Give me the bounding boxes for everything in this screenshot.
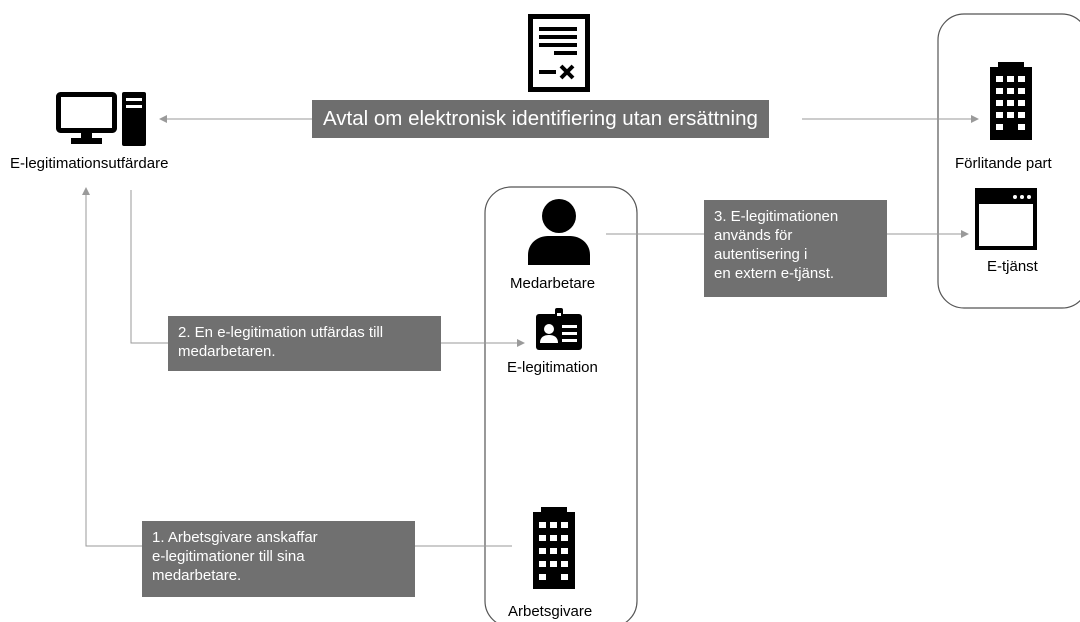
- browser-window-icon: [975, 188, 1037, 250]
- office-building-icon: [990, 62, 1032, 140]
- step-2-line-1: 2. En e-legitimation utfärdas till: [178, 324, 384, 341]
- desktop-computer-icon: [56, 92, 146, 146]
- step-3-line-4: en extern e-tjänst.: [714, 265, 835, 282]
- step-3-line-1: 3. E-legitimationen: [714, 208, 839, 225]
- step-2-line-2: medarbetaren.: [178, 343, 276, 360]
- step-1-line-2: e-legitimationer till sina: [152, 548, 305, 565]
- contract-document-icon: [528, 14, 590, 92]
- step-3-box: 3. E-legitimationen används för autentis…: [704, 200, 887, 297]
- id-card-icon: [536, 308, 582, 350]
- step-1-line-1: 1. Arbetsgivare anskaffar: [152, 529, 318, 546]
- issuer-label: E-legitimationsutfärdare: [10, 155, 169, 172]
- employee-employer-container: [484, 186, 638, 622]
- step-1-box: 1. Arbetsgivare anskaffar e-legitimation…: [142, 521, 415, 597]
- relying-party-label: Förlitande part: [955, 155, 1052, 172]
- employer-label: Arbetsgivare: [508, 603, 593, 620]
- agreement-label: Avtal om elektronisk identifiering utan …: [323, 107, 758, 130]
- office-building-icon: [533, 507, 575, 589]
- agreement-banner: Avtal om elektronisk identifiering utan …: [312, 100, 769, 138]
- step-2-box: 2. En e-legitimation utfärdas till medar…: [168, 316, 441, 371]
- e-service-label: E-tjänst: [987, 258, 1038, 275]
- relying-party-container: [937, 13, 1080, 309]
- step-3-line-2: används för: [714, 227, 793, 244]
- e-id-label: E-legitimation: [507, 359, 598, 376]
- step-3-line-3: autentisering i: [714, 246, 808, 263]
- employee-label: Medarbetare: [510, 275, 596, 292]
- step-1-line-3: medarbetare.: [152, 567, 242, 584]
- person-icon: [528, 199, 590, 265]
